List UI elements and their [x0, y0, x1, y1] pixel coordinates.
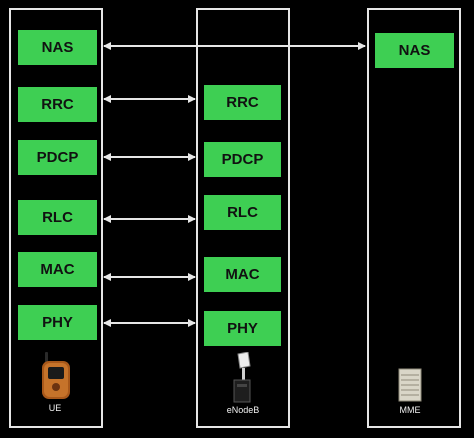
enodeb-column — [196, 8, 290, 428]
enodeb-layer-pdcp: PDCP — [204, 142, 281, 177]
base-station-icon — [233, 352, 251, 403]
mme-column — [367, 8, 461, 428]
ue-column — [9, 8, 103, 428]
enodeb-caption: eNodeB — [226, 405, 260, 415]
mme-layer-nas: NAS — [375, 33, 454, 68]
ue-layer-rlc: RLC — [18, 200, 97, 235]
enodeb-layer-mac: MAC — [204, 257, 281, 292]
ue-layer-phy: PHY — [18, 305, 97, 340]
mme-caption: MME — [399, 405, 421, 415]
phone-icon — [42, 352, 70, 399]
ue-layer-rrc: RRC — [18, 87, 97, 122]
enodeb-layer-phy: PHY — [204, 311, 281, 346]
ue-layer-mac: MAC — [18, 252, 97, 287]
server-icon — [398, 368, 422, 402]
ue-layer-pdcp: PDCP — [18, 140, 97, 175]
ue-layer-nas: NAS — [18, 30, 97, 65]
ue-caption: UE — [48, 403, 62, 413]
enodeb-layer-rlc: RLC — [204, 195, 281, 230]
enodeb-layer-rrc: RRC — [204, 85, 281, 120]
